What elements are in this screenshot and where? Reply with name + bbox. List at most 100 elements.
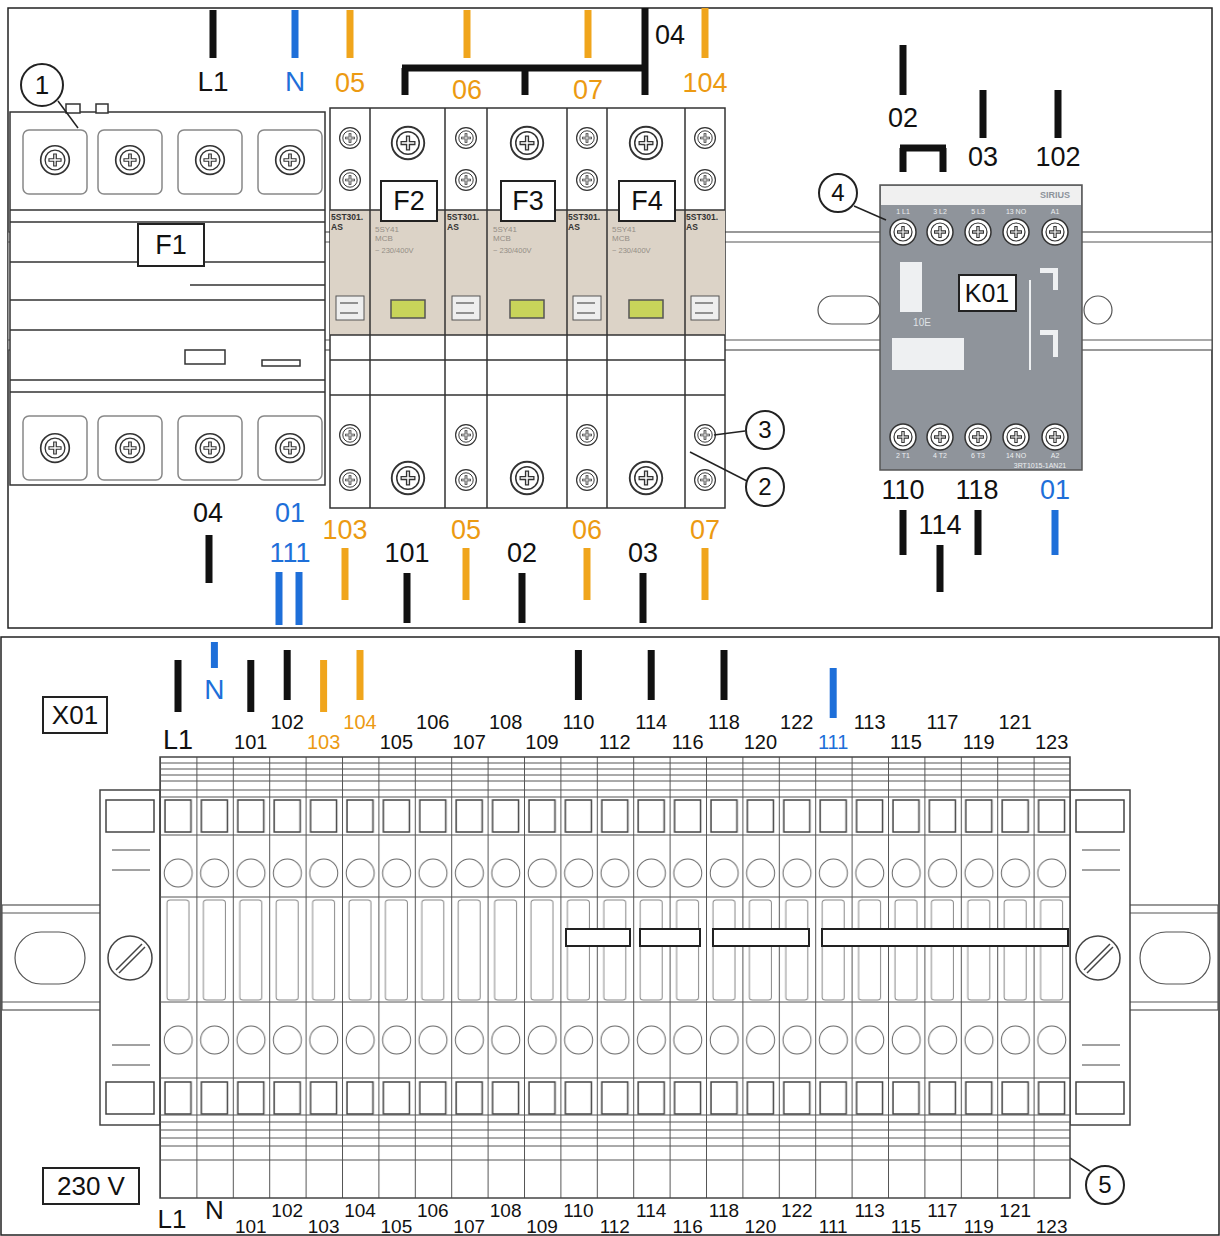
- node-text: F4: [631, 188, 663, 215]
- device-marking: 5SY41 MCB: [493, 225, 527, 243]
- device-marking: SIRIUS: [1040, 191, 1070, 200]
- device-marking: 13 NO: [1006, 208, 1026, 215]
- wire-number: 118: [955, 477, 998, 504]
- wire-number: 04: [193, 500, 223, 527]
- wire-number: 07: [573, 77, 603, 104]
- terminal-wire-number: N: [204, 676, 224, 704]
- device-marking: 14 NO: [1006, 452, 1026, 459]
- device-marking: ~ 230/400V: [612, 247, 651, 255]
- device-marking: ~ 230/400V: [493, 247, 532, 255]
- terminal-marker: 120: [745, 1217, 777, 1236]
- terminal-wire-number: 123: [1035, 732, 1068, 752]
- wire-number: 04: [655, 22, 685, 49]
- wire-stubs-blue: [214, 10, 1055, 718]
- device-marking: 5 L3: [971, 208, 985, 215]
- terminal-marker: 104: [344, 1201, 376, 1220]
- node-text: 2: [758, 475, 771, 499]
- callout-circle: 3: [745, 410, 785, 450]
- wire-number: 06: [572, 517, 602, 544]
- terminal-marker: 103: [308, 1217, 340, 1236]
- terminal-marker: 106: [417, 1201, 449, 1220]
- component-label-box: 230 V: [42, 1167, 140, 1205]
- wire-number: 101: [384, 540, 429, 567]
- terminal-wire-number: 107: [453, 732, 486, 752]
- terminal-wire-number: 109: [525, 732, 558, 752]
- terminal-wire-number: 108: [489, 712, 522, 732]
- device-marking: 2 T1: [896, 452, 910, 459]
- terminal-marker: 121: [999, 1201, 1031, 1220]
- wire-number: 103: [322, 517, 367, 544]
- terminal-marker: 123: [1036, 1217, 1068, 1236]
- terminal-marker: 102: [271, 1201, 303, 1220]
- component-label-box: F2: [380, 180, 438, 222]
- node-text: F2: [393, 188, 425, 215]
- node-text: X01: [52, 702, 98, 728]
- terminal-marker: 101: [235, 1217, 267, 1236]
- terminal-wire-number: 122: [780, 712, 813, 732]
- terminal-wire-number: 106: [416, 712, 449, 732]
- terminal-marker: 109: [526, 1217, 558, 1236]
- terminal-wire-number: 114: [635, 712, 667, 732]
- device-marking: 3 L2: [933, 208, 947, 215]
- terminal-marker: 116: [672, 1217, 702, 1236]
- terminal-marker: 122: [781, 1201, 813, 1220]
- callout-circle: 4: [818, 173, 858, 213]
- terminal-wire-number: 120: [744, 732, 777, 752]
- device-marking: 4 T2: [933, 452, 947, 459]
- terminal-wire-number: 110: [562, 712, 594, 732]
- wire-number: N: [285, 68, 305, 96]
- component-label-box: F1: [137, 223, 205, 267]
- device-marking: 5SY41 MCB: [375, 225, 409, 243]
- callout-circle: 5: [1085, 1165, 1125, 1205]
- terminal-wire-number: 111: [818, 732, 848, 752]
- terminal-marker: 118: [709, 1201, 739, 1220]
- top-panel-frame: [8, 8, 1212, 628]
- wire-number: 01: [1040, 477, 1070, 504]
- terminal-strip: [160, 757, 1070, 1198]
- device-marking: 5ST301. AS: [447, 213, 487, 233]
- terminal-wire-number: 102: [271, 712, 304, 732]
- terminal-wire-number: 113: [854, 712, 886, 732]
- node-text: 1: [35, 72, 49, 98]
- terminal-marker: 113: [854, 1201, 884, 1220]
- component-label-box: F4: [618, 180, 676, 222]
- terminal-wire-number: 105: [380, 732, 413, 752]
- wire-number: 104: [682, 70, 727, 97]
- contactor: [880, 185, 1082, 470]
- terminal-wire-number: 112: [599, 732, 631, 752]
- wire-number: 06: [452, 77, 482, 104]
- wire-number: 110: [881, 477, 924, 504]
- callout-circle: 1: [20, 63, 64, 107]
- device-marking: 5ST301. AS: [331, 213, 371, 233]
- wire-stubs-orange: [324, 8, 705, 712]
- wire-number: 02: [888, 105, 918, 132]
- device-marking: 6 T3: [971, 452, 985, 459]
- component-label-box: X01: [42, 696, 108, 734]
- wire-number: L1: [197, 68, 228, 96]
- component-label-box: F3: [500, 180, 556, 222]
- wire-number: 03: [968, 144, 998, 171]
- wire-number: 102: [1035, 144, 1080, 171]
- node-text: F3: [512, 188, 544, 215]
- component-label-box: K01: [958, 274, 1017, 312]
- device-marking: 5ST301. AS: [568, 213, 608, 233]
- device-marking: A2: [1051, 452, 1060, 459]
- terminal-wire-number: 104: [343, 712, 376, 732]
- node-text: 230 V: [57, 1173, 125, 1199]
- device-marking: 10E: [913, 318, 931, 328]
- terminal-wire-number: L1: [163, 727, 193, 754]
- isolator-switch: [10, 104, 325, 485]
- wire-number: 05: [335, 70, 365, 97]
- terminal-marker: 105: [381, 1217, 413, 1236]
- device-marking: 5SY41 MCB: [612, 225, 646, 243]
- terminal-marker: 108: [490, 1201, 522, 1220]
- terminal-marker: 112: [600, 1217, 630, 1236]
- terminal-marker: 119: [964, 1217, 994, 1236]
- terminal-marker: 115: [891, 1217, 921, 1236]
- node-text: 5: [1098, 1173, 1111, 1197]
- wire-number: 07: [690, 517, 720, 544]
- node-text: F1: [155, 232, 187, 259]
- device-marking: 3RT1015-1AN21: [1014, 462, 1066, 469]
